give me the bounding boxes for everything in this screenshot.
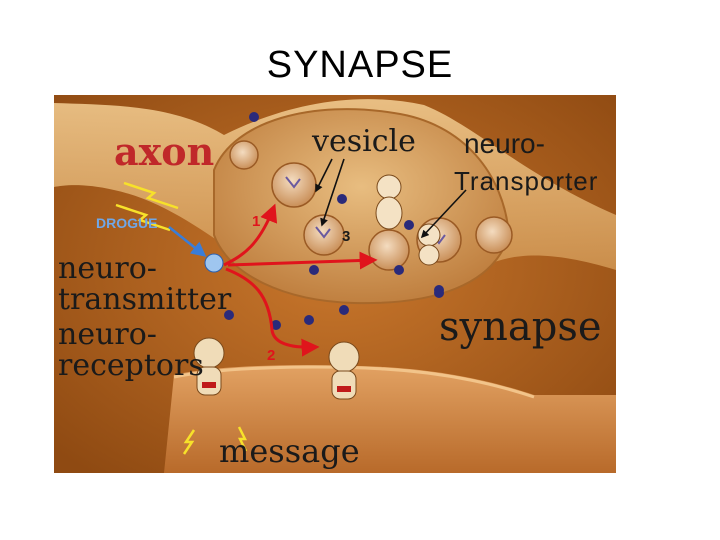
vesicle-label: vesicle — [311, 124, 416, 159]
receptor-figures — [193, 337, 360, 400]
postsynaptic-membrane — [164, 365, 616, 473]
neurotransmitter-label-line2: transmitter — [58, 282, 232, 317]
signal-sparks — [115, 181, 248, 455]
message-label: message — [219, 432, 360, 470]
neuroreceptors-label-line2: receptors — [58, 348, 204, 383]
drogue-molecule — [204, 253, 224, 273]
synapse-label: synapse — [439, 304, 602, 350]
neurotransmitter-label-line1: neuro- — [58, 251, 157, 286]
step-3-label: 3 — [342, 228, 350, 245]
neurotransmitter-molecules — [224, 112, 444, 330]
neurotransporter-label-line1: neuro- — [464, 128, 545, 159]
drogue-label: DROGUE — [96, 215, 157, 231]
pointer-lines — [315, 158, 467, 239]
transporter-figures — [375, 174, 441, 266]
process-arrows — [223, 203, 378, 357]
neurotransporter-label-line2: Transporter — [454, 166, 598, 196]
synapse-diagram: axon vesicle neuro- Transporter DROGUE n… — [54, 95, 616, 473]
step-1-label: 1 — [252, 213, 260, 230]
drogue-arrow — [168, 226, 207, 257]
neuroreceptors-label-line1: neuro- — [58, 317, 157, 352]
step-2-label: 2 — [267, 347, 275, 364]
slide-title: SYNAPSE — [266, 44, 454, 86]
axon-label: axon — [114, 129, 214, 174]
